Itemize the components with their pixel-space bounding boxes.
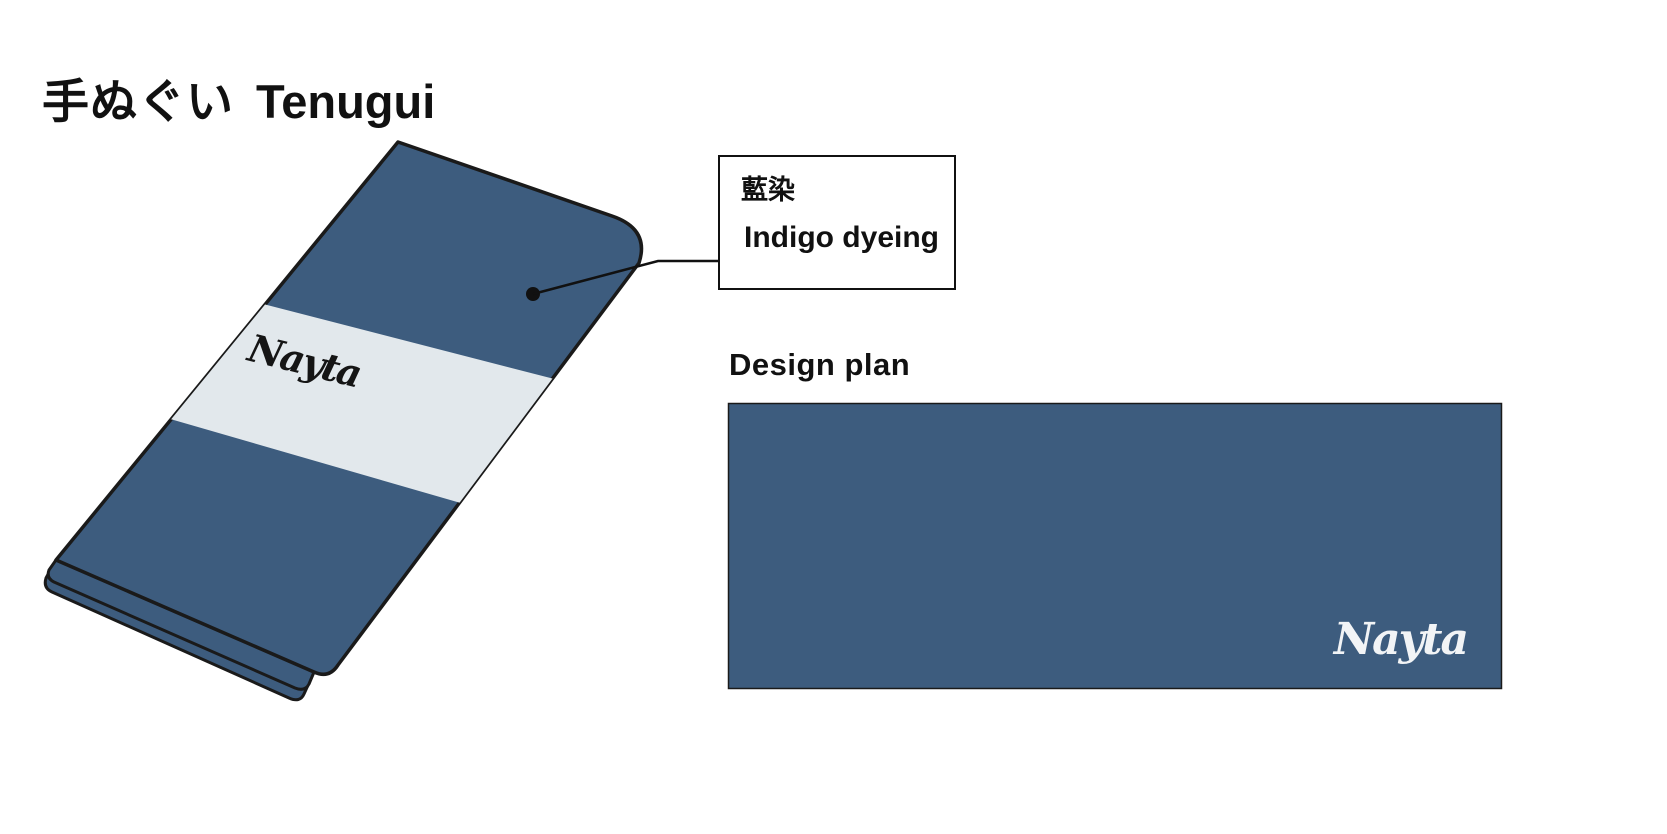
callout-label-english: Indigo dyeing [744,220,939,254]
page-title-english: Tenugui [256,75,436,129]
design-plan-logo: Nayta [1332,614,1467,665]
callout-leader-line [532,259,718,296]
towel-fold-layer-middle [46,558,316,691]
callout-label-japanese: 藍染 [741,175,795,205]
design-plan-swatch: Nayta [727,402,1503,690]
tenugui-illustration: Nayta [43,140,718,702]
design-plan-rect [727,402,1503,690]
towel-band [146,296,566,508]
design-plan-heading: Design plan [729,347,911,382]
page-title: 手ぬぐい Tenugui [42,63,435,132]
callout-box: 藍染 Indigo dyeing [718,155,956,290]
page-title-japanese: 手ぬぐい [42,75,234,129]
